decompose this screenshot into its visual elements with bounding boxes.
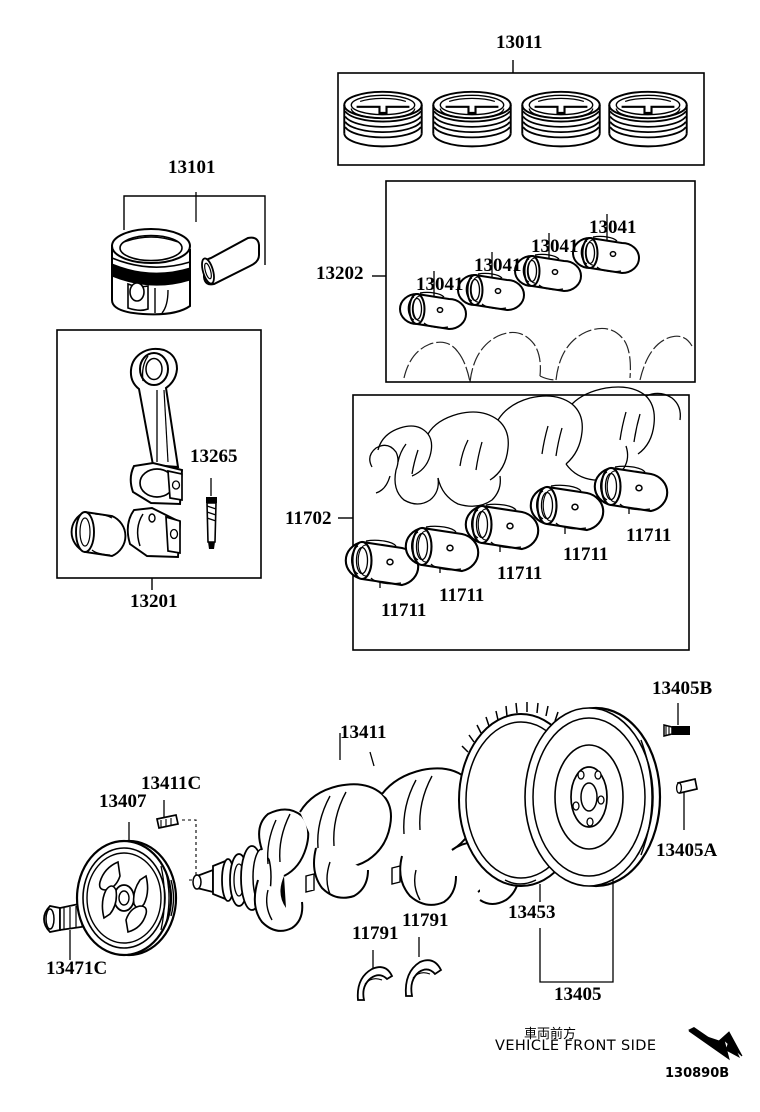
label-thrust-washer-1: 11791 [352,923,399,944]
connecting-rod-box [56,329,262,590]
label-ring-gear: 13453 [508,902,556,923]
label-flywheel-pin: 13405A [656,840,718,861]
label-main-bearing-4: 11711 [563,544,609,565]
label-pulley-bolt: 13471C [46,958,108,979]
label-rod-bolt: 13265 [190,446,238,467]
crank-assembly-art [43,702,743,1061]
label-flywheel-bolt: 13405B [652,678,713,699]
label-crankshaft: 13411 [340,722,387,743]
label-rod-bearing-1: 13041 [416,274,464,295]
rod-bearing-box [372,180,696,383]
label-main-bearing-5: 11711 [626,525,672,546]
label-main-bearing-2: 11711 [439,585,485,606]
label-thrust-washer-2: 11791 [402,910,449,931]
label-rod-bearing-group: 13202 [316,263,364,284]
label-rod-bearing-2: 13041 [474,255,522,276]
label-crankshaft-pulley: 13407 [99,791,147,812]
label-main-bearing-3: 11711 [497,563,543,584]
label-piston-ring-set: 13011 [496,32,543,53]
main-bearing-box [338,386,690,651]
label-rod-bearing-4: 13041 [589,217,637,238]
label-rod-bearing-3: 13041 [531,236,579,257]
piston-ring-box [337,60,705,166]
label-main-bearing-group: 11702 [285,508,332,529]
label-crankshaft-key: 13411C [141,773,202,794]
label-main-bearing-1: 11711 [381,600,427,621]
label-piston: 13101 [168,157,216,178]
diagram-code: 130890B [665,1066,730,1081]
vehicle-front-note-en: VEHICLE FRONT SIDE [495,1038,657,1054]
label-connecting-rod-assy: 13201 [130,591,178,612]
vehicle-front-note-jp: 車両前方 [524,1027,577,1042]
piston-art [111,192,266,316]
label-flywheel: 13405 [554,984,602,1005]
